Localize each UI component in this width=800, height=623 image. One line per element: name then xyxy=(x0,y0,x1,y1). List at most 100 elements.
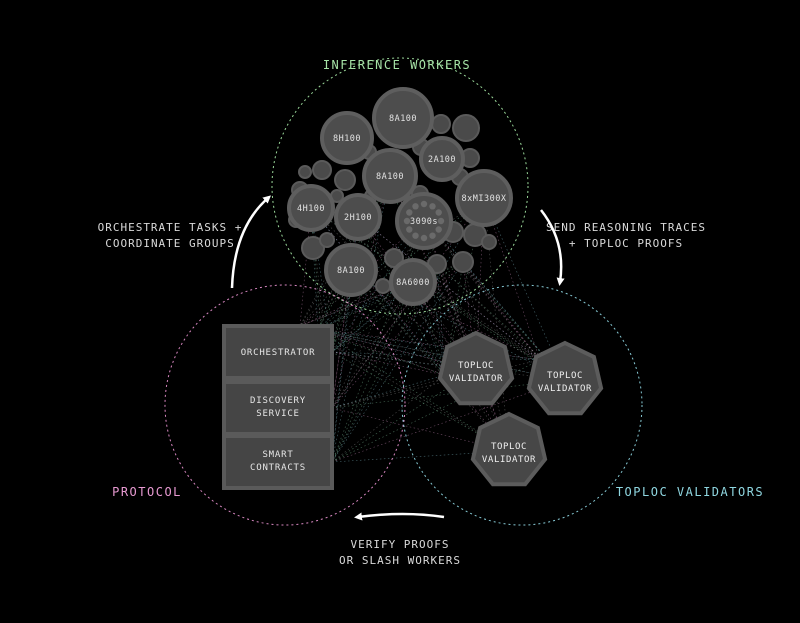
connection-line xyxy=(331,351,446,376)
worker-node-circle xyxy=(389,258,437,306)
validator-label: VALIDATOR xyxy=(538,384,592,394)
arrow-protocol-to-workers xyxy=(230,195,271,289)
connection-line xyxy=(436,263,477,371)
connection-line xyxy=(317,269,352,331)
connection-line xyxy=(331,197,485,463)
worker-node-circle xyxy=(362,148,418,204)
worker-node: 8xMI300X xyxy=(455,169,513,227)
connection-line xyxy=(317,281,414,331)
worker-node-small xyxy=(452,251,474,273)
connection-line xyxy=(317,329,541,361)
worker-node-small xyxy=(312,160,332,180)
connection-line xyxy=(331,374,446,463)
gpu-dot xyxy=(403,217,411,225)
connection-line xyxy=(331,263,438,409)
worker-node-circle xyxy=(395,192,453,250)
worker-node-small xyxy=(375,278,391,294)
protocol-box-label: CONTRACTS xyxy=(250,463,306,473)
connection-line xyxy=(317,261,464,331)
worker-node-label: 8H100 xyxy=(333,134,361,144)
worker-node-small xyxy=(384,248,404,268)
worker-node-circle xyxy=(287,184,335,232)
worker-node-circle xyxy=(372,87,434,149)
connection-line xyxy=(331,261,464,409)
arrow-workers-to-validators xyxy=(540,209,565,286)
worker-node: 2A100 xyxy=(419,136,465,182)
connection-line xyxy=(331,379,566,463)
connection-line xyxy=(331,263,438,353)
worker-node-circle xyxy=(455,169,513,227)
worker-node: 8H100 xyxy=(320,111,374,165)
gpu-dot xyxy=(429,203,436,210)
validators-circle xyxy=(401,284,643,526)
connection-line xyxy=(350,269,541,361)
protocol-box-bg xyxy=(222,324,334,380)
worker-node-small xyxy=(452,114,480,142)
connection-line xyxy=(317,197,485,331)
connection-line xyxy=(331,220,425,409)
gpu-dot xyxy=(435,209,442,216)
connection-line xyxy=(331,220,425,463)
connection-line xyxy=(357,216,510,452)
gpu-dot xyxy=(435,226,442,233)
protocol-box-discovery-service: DISCOVERY SERVICE xyxy=(222,380,334,436)
gpu-dot xyxy=(412,203,419,210)
connection-line xyxy=(331,281,414,463)
connection-line xyxy=(299,325,566,381)
worker-node-label: 8A100 xyxy=(337,266,365,276)
protocol-box-label: SMART xyxy=(262,450,293,460)
validator-heptagon xyxy=(526,340,604,416)
protocol-box-smart-contracts: SMART CONTRACTS xyxy=(222,434,334,490)
worker-node-label: 4H100 xyxy=(297,204,325,214)
validator-label: VALIDATOR xyxy=(482,455,536,465)
connection-line xyxy=(299,325,446,376)
gpu-dot xyxy=(420,200,428,208)
worker-node: 3090s xyxy=(395,192,453,250)
toploc-validator: TOPLOC VALIDATOR xyxy=(470,411,548,487)
connection-line xyxy=(331,269,352,409)
validator-label: TOPLOC xyxy=(547,371,583,381)
connection-line xyxy=(436,263,541,361)
gpu-dot xyxy=(420,234,428,242)
worker-node-small xyxy=(334,169,356,191)
connection-line xyxy=(331,281,414,409)
connection-line xyxy=(310,207,477,371)
toploc-validator: TOPLOC VALIDATOR xyxy=(437,330,515,406)
validator-label: VALIDATOR xyxy=(449,374,503,384)
connection-line xyxy=(350,269,446,376)
connection-line xyxy=(412,281,541,361)
protocol-box-label: DISCOVERY xyxy=(250,396,306,406)
worker-node-circle xyxy=(419,136,465,182)
connection-line xyxy=(462,261,541,361)
flow-label-bottom-line2: OR SLASH WORKERS xyxy=(339,554,461,567)
worker-node-label: 8A100 xyxy=(376,172,404,182)
worker-node-small xyxy=(319,232,335,248)
gpu-dot xyxy=(429,232,436,239)
gpu-cluster-dots xyxy=(403,200,445,242)
protocol-box-bg xyxy=(222,434,334,490)
inference-workers-title: INFERENCE WORKERS xyxy=(323,58,471,72)
worker-node-label: 8A100 xyxy=(389,114,417,124)
connection-line xyxy=(317,329,446,376)
flow-label-bottom-line1: VERIFY PROOFS xyxy=(350,538,449,551)
flow-label-right-line2: + TOPLOC PROOFS xyxy=(569,237,683,250)
worker-node-label: 2A100 xyxy=(428,155,456,165)
gpu-dot xyxy=(437,217,445,225)
worker-node-label: 2H100 xyxy=(344,213,372,223)
connection-line xyxy=(317,263,438,331)
worker-node: 8A100 xyxy=(372,87,434,149)
connection-line xyxy=(331,269,352,463)
protocol-circle xyxy=(164,284,406,526)
gpu-dot xyxy=(412,232,419,239)
worker-node-label: 3090s xyxy=(410,217,438,227)
connection-line xyxy=(389,175,446,376)
validator-heptagon xyxy=(437,330,515,406)
worker-node: 8A100 xyxy=(362,148,418,204)
worker-node-label: 8xMI300X xyxy=(462,194,507,204)
flow-label-right-line1: SEND REASONING TRACES xyxy=(546,221,706,234)
protocol-box-orchestrator: ORCHESTRATOR xyxy=(222,324,334,380)
worker-node: 8A100 xyxy=(324,243,378,297)
worker-node-small xyxy=(298,165,312,179)
protocol-title: PROTOCOL xyxy=(112,485,182,499)
validator-label: TOPLOC xyxy=(491,442,527,452)
